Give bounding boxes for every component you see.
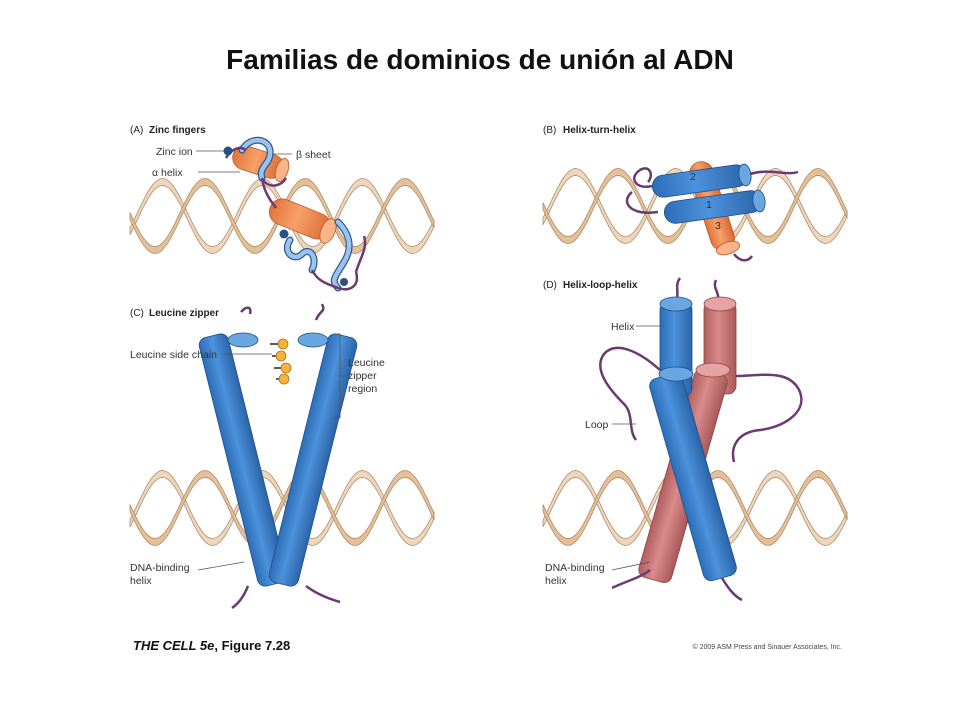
panel-leucine-zipper: (C) Leucine zipper Leuc — [130, 303, 385, 610]
zinc-ion-marker — [223, 146, 233, 156]
page-title: Familias de dominios de unión al ADN — [226, 44, 734, 75]
zinc-finger-lower — [260, 177, 367, 292]
panel-a-letter: (A) — [130, 125, 143, 136]
dna-strand-front — [542, 168, 848, 244]
label-zipper-region-2: zipper — [348, 370, 377, 382]
label-dna-binding-c-1: DNA-binding — [130, 562, 190, 574]
hlh-monomer-blue — [599, 277, 743, 602]
panel-d-name: Helix-loop-helix — [563, 280, 638, 291]
dna-helix-c — [129, 470, 435, 546]
panel-b-name: Helix-turn-helix — [563, 125, 636, 136]
copyright: © 2009 ASM Press and Sinauer Associates,… — [692, 644, 842, 651]
credit-figure: , Figure 7.28 — [214, 638, 291, 653]
zipper-region-bracket — [334, 333, 344, 419]
label-leucine-side-chain: Leucine side chain — [130, 349, 217, 361]
panel-helix-loop-helix: (D) Helix-loop-helix Helix Loop DN — [543, 277, 803, 602]
helix-2: 2 — [651, 163, 752, 198]
label-zipper-region-1: Leucine — [348, 357, 385, 369]
panel-d-letter: (D) — [543, 280, 557, 291]
zinc-finger-upper — [223, 136, 290, 187]
panel-zinc-fingers: (A) Zinc fingers Zinc i — [130, 125, 367, 292]
leucine-side-chains — [270, 338, 292, 385]
label-alpha-helix: α helix — [152, 167, 183, 179]
dna-helix-d — [542, 470, 848, 546]
helix-1-number: 1 — [706, 199, 712, 211]
label-helix: Helix — [611, 321, 635, 333]
helix-2-number: 2 — [690, 171, 696, 183]
panel-c-name: Leucine zipper — [149, 308, 219, 319]
dna-helix-a — [129, 178, 435, 254]
label-dna-binding-c-2: helix — [130, 575, 152, 587]
dna-strand-front — [542, 470, 848, 546]
zipper-helix-right — [231, 303, 358, 610]
label-dna-binding-d-2: helix — [545, 575, 567, 587]
credit-book: THE CELL 5e — [133, 638, 215, 653]
figure-credit: THE CELL 5e, Figure 7.28 — [133, 638, 290, 653]
dna-strand-front — [129, 470, 435, 546]
label-zipper-region-3: region — [348, 383, 377, 395]
label-dna-binding-d-1: DNA-binding — [545, 562, 605, 574]
label-loop: Loop — [585, 419, 609, 431]
helix-3-number: 3 — [715, 220, 721, 232]
panel-c-letter: (C) — [130, 308, 144, 319]
label-beta-sheet: β sheet — [296, 149, 331, 161]
panel-helix-turn-helix: (B) Helix-turn-helix 3 2 1 — [543, 125, 799, 262]
panel-b-letter: (B) — [543, 125, 556, 136]
dna-strand-front — [129, 178, 435, 254]
panel-a-name: Zinc fingers — [149, 125, 206, 136]
label-zinc-ion: Zinc ion — [156, 146, 193, 158]
zipper-helix-left — [198, 306, 341, 604]
helix-1: 1 — [663, 189, 766, 224]
dna-helix-b — [542, 168, 848, 244]
